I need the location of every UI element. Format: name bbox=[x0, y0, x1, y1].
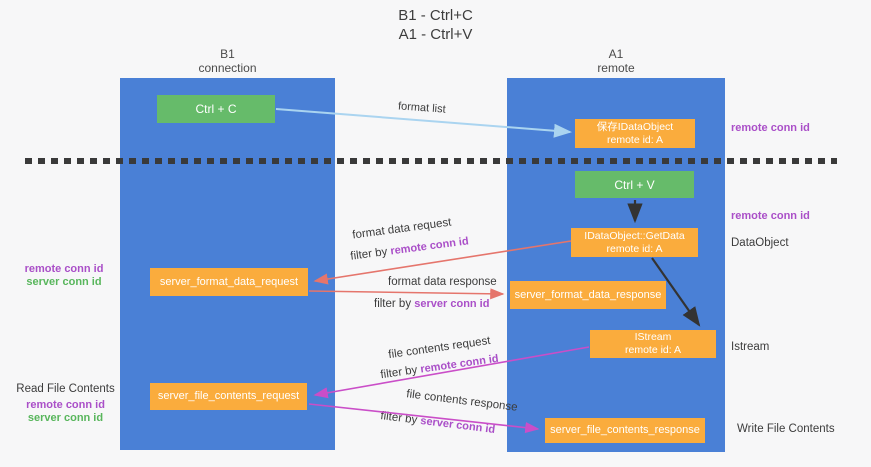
server-conn-id-label-left: server conn id bbox=[26, 276, 102, 288]
server-format-data-response-box: server_format_data_response bbox=[510, 281, 666, 309]
remote-conn-id-label-bottom-left: remote conn id bbox=[26, 399, 105, 411]
istream-line1: IStream bbox=[634, 331, 672, 343]
filter-by-text: filter by bbox=[379, 410, 422, 427]
istream-side-label: Istream bbox=[731, 341, 770, 353]
format-data-request-label: format data request bbox=[351, 216, 453, 242]
left-column-title: B1 bbox=[220, 47, 235, 61]
istream-line2: remote id: A bbox=[624, 344, 682, 356]
server-format-data-request-label: server_format_data_request bbox=[159, 275, 299, 288]
save-dataobject-box: 保存IDataObject remote id: A bbox=[575, 119, 695, 148]
read-file-contents-label: Read File Contents bbox=[16, 383, 115, 395]
ctrl-v-label: Ctrl + V bbox=[614, 177, 655, 192]
read-file-labels: Read File Contents remote conn id server… bbox=[8, 383, 123, 425]
remote-conn-id-label-mid: remote conn id bbox=[731, 210, 810, 222]
getdata-box: IDataObject::GetData remote id: A bbox=[571, 228, 698, 257]
remote-conn-id-inline-1: remote conn id bbox=[389, 235, 470, 258]
server-format-data-response-label: server_format_data_response bbox=[514, 288, 662, 301]
format-data-response-label: format data response bbox=[388, 276, 497, 288]
file-contents-response-label: file contents response bbox=[405, 388, 519, 414]
istream-box: IStream remote id: A bbox=[590, 330, 716, 358]
format-list-label: format list bbox=[397, 100, 447, 116]
filter-by-text: filter by bbox=[349, 245, 392, 263]
title-line-2: A1 - Ctrl+V bbox=[398, 26, 473, 43]
server-conn-id-inline-2: server conn id bbox=[419, 414, 496, 436]
format-data-response-arrow bbox=[308, 288, 505, 300]
filter-by-text: filter by bbox=[374, 298, 415, 310]
filter-by-server-conn-id-label-1: filter by server conn id bbox=[374, 298, 489, 310]
getdata-line2: remote id: A bbox=[606, 242, 663, 255]
filter-by-text: filter by bbox=[379, 363, 422, 382]
remote-conn-id-inline-2: remote conn id bbox=[419, 352, 500, 376]
server-file-contents-request-label: server_file_contents_request bbox=[157, 390, 300, 402]
ctrl-c-label: Ctrl + C bbox=[195, 102, 237, 116]
write-file-contents-label: Write File Contents bbox=[737, 423, 835, 435]
left-conn-id-labels: remote conn id server conn id bbox=[8, 263, 120, 289]
server-conn-id-label-bottom-left: server conn id bbox=[27, 412, 104, 424]
right-column-header: A1 remote bbox=[507, 47, 725, 75]
save-dataobject-line2: remote id: A bbox=[606, 133, 664, 146]
right-column-subtitle: remote bbox=[597, 61, 635, 75]
left-column-header: B1 connection bbox=[120, 47, 335, 75]
remote-conn-id-label-top: remote conn id bbox=[731, 122, 810, 134]
server-file-contents-response-box: server_file_contents_response bbox=[545, 418, 705, 443]
title-line-1: B1 - Ctrl+C bbox=[398, 7, 473, 24]
getdata-line1: IDataObject::GetData bbox=[584, 229, 685, 242]
save-dataobject-line1: 保存IDataObject bbox=[596, 120, 674, 133]
ctrl-c-box: Ctrl + C bbox=[157, 95, 275, 123]
ctrl-v-box: Ctrl + V bbox=[575, 171, 694, 198]
left-column-subtitle: connection bbox=[198, 61, 257, 75]
remote-conn-id-label-left: remote conn id bbox=[24, 263, 104, 275]
server-file-contents-request-box: server_file_contents_request bbox=[150, 383, 307, 410]
dataobject-label: DataObject bbox=[731, 237, 789, 249]
right-column-title: A1 bbox=[608, 47, 624, 61]
dashed-separator-line bbox=[25, 158, 837, 164]
server-format-data-request-box: server_format_data_request bbox=[150, 268, 308, 296]
server-conn-id-inline-1: server conn id bbox=[414, 298, 490, 310]
diagram-title: B1 - Ctrl+C A1 - Ctrl+V bbox=[0, 6, 871, 44]
server-file-contents-response-label: server_file_contents_response bbox=[550, 424, 700, 436]
filter-by-server-conn-id-label-2: filter by server conn id bbox=[380, 410, 496, 436]
